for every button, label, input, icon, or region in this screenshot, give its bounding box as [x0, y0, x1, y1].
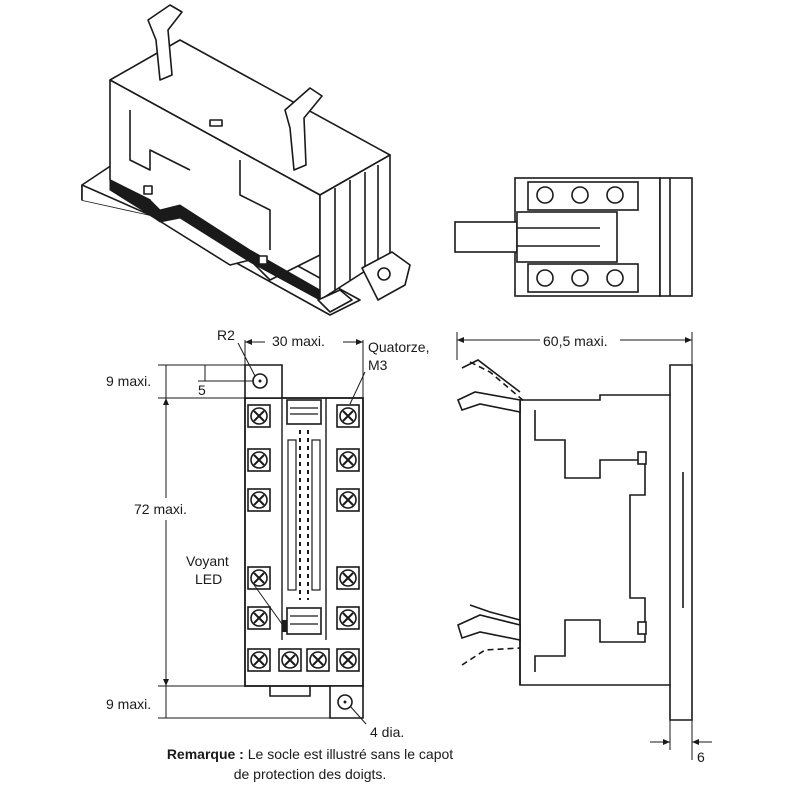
front-view: [244, 364, 364, 719]
remark-line2: de protection des doigts.: [233, 766, 387, 782]
led-label-line2: LED: [195, 571, 222, 587]
front-view-dimensions: [158, 339, 367, 725]
screws-label-line2: M3: [368, 357, 388, 373]
terminal-screw: [336, 404, 360, 428]
width-label: 30 maxi.: [272, 333, 325, 349]
terminal-screw: [247, 648, 271, 672]
side-view: [456, 359, 693, 721]
remark-line1: Le socle est illustré sans le capot: [247, 746, 454, 762]
terminal-screw: [336, 648, 360, 672]
terminal-screw: [247, 404, 271, 428]
radius-label: R2: [217, 327, 235, 343]
led-indicator: [282, 620, 287, 632]
height-label: 72 maxi.: [134, 501, 187, 517]
depth-label: 60,5 maxi.: [543, 333, 608, 349]
rail-depth-label: 6: [697, 749, 705, 765]
remark-label: Remarque :: [166, 746, 244, 762]
terminal-screw: [247, 488, 271, 512]
terminal-screw: [306, 648, 330, 672]
bottom-margin-label: 9 maxi.: [106, 696, 151, 712]
screws-label-line1: Quatorze,: [368, 339, 429, 355]
hole-offset-label: 5: [198, 382, 206, 398]
terminal-screw: [247, 606, 271, 630]
isometric-view: [81, 4, 411, 316]
hole-dia-label: 4 dia.: [370, 724, 404, 740]
top-view: [454, 177, 693, 297]
terminal-screw: [336, 448, 360, 472]
remark-note: Remarque : Le socle est illustré sans le…: [0, 744, 620, 784]
terminal-screw: [278, 648, 302, 672]
terminal-screw: [247, 448, 271, 472]
led-label-line1: Voyant: [186, 553, 229, 569]
terminal-screw: [336, 606, 360, 630]
terminal-screw: [247, 566, 271, 590]
side-view-dimensions: [456, 332, 712, 760]
terminal-screw: [336, 566, 360, 590]
top-margin-label: 9 maxi.: [106, 373, 151, 389]
terminal-screw: [336, 488, 360, 512]
